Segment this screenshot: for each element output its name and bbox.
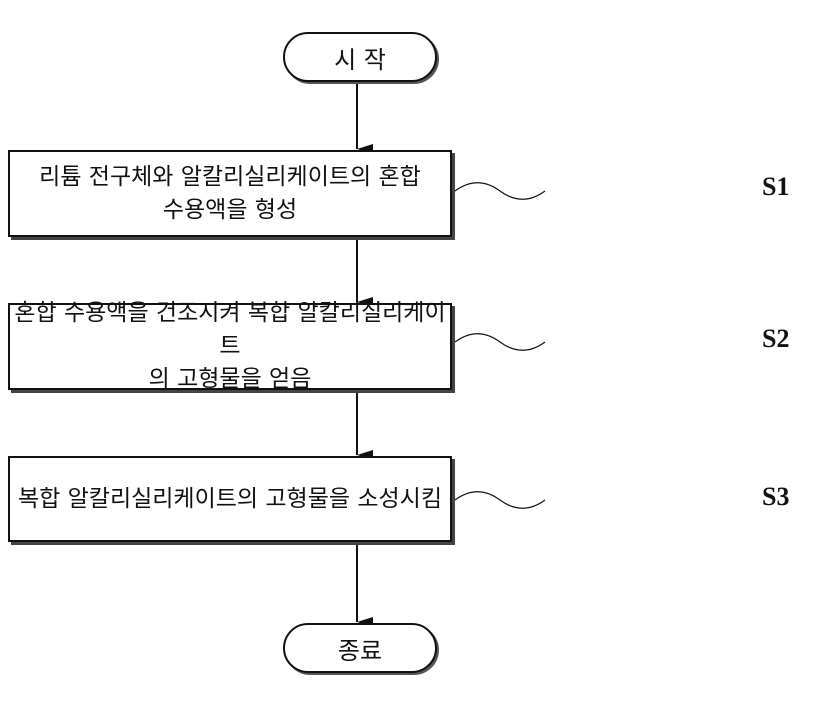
step-s3-line-1: 복합 알칼리실리케이트의 고형물을 소성시킴 <box>18 485 442 512</box>
leader-s1 <box>454 182 546 200</box>
start-label: 시 작 <box>334 45 386 74</box>
step-s2-line-1: 혼합 수용액을 건조시켜 복합 알칼리실리케이트 <box>14 300 446 359</box>
step-s2-line-2: 의 고형물을 얻음 <box>148 366 312 392</box>
end-terminal: 종료 <box>283 623 437 673</box>
leader-s3 <box>454 491 546 509</box>
step-s1-line-2: 수용액을 형성 <box>162 196 298 223</box>
step-s1-line-1: 리튬 전구체와 알칼리실리케이트의 혼합 <box>39 163 421 190</box>
step-s2-box: 혼합 수용액을 건조시켜 복합 알칼리실리케이트 의 고형물을 얻음 <box>8 300 452 392</box>
end-label: 종료 <box>337 636 383 665</box>
step-s2-label: S2 <box>762 324 790 353</box>
start-terminal: 시 작 <box>283 32 437 82</box>
step-s1-box: 리튬 전구체와 알칼리실리케이트의 혼합 수용액을 형성 <box>8 150 452 237</box>
step-s3-box: 복합 알칼리실리케이트의 고형물을 소성시킴 <box>8 456 452 542</box>
step-s3-label: S3 <box>762 482 790 511</box>
step-s1-label: S1 <box>762 172 790 201</box>
leader-s2 <box>454 333 546 351</box>
